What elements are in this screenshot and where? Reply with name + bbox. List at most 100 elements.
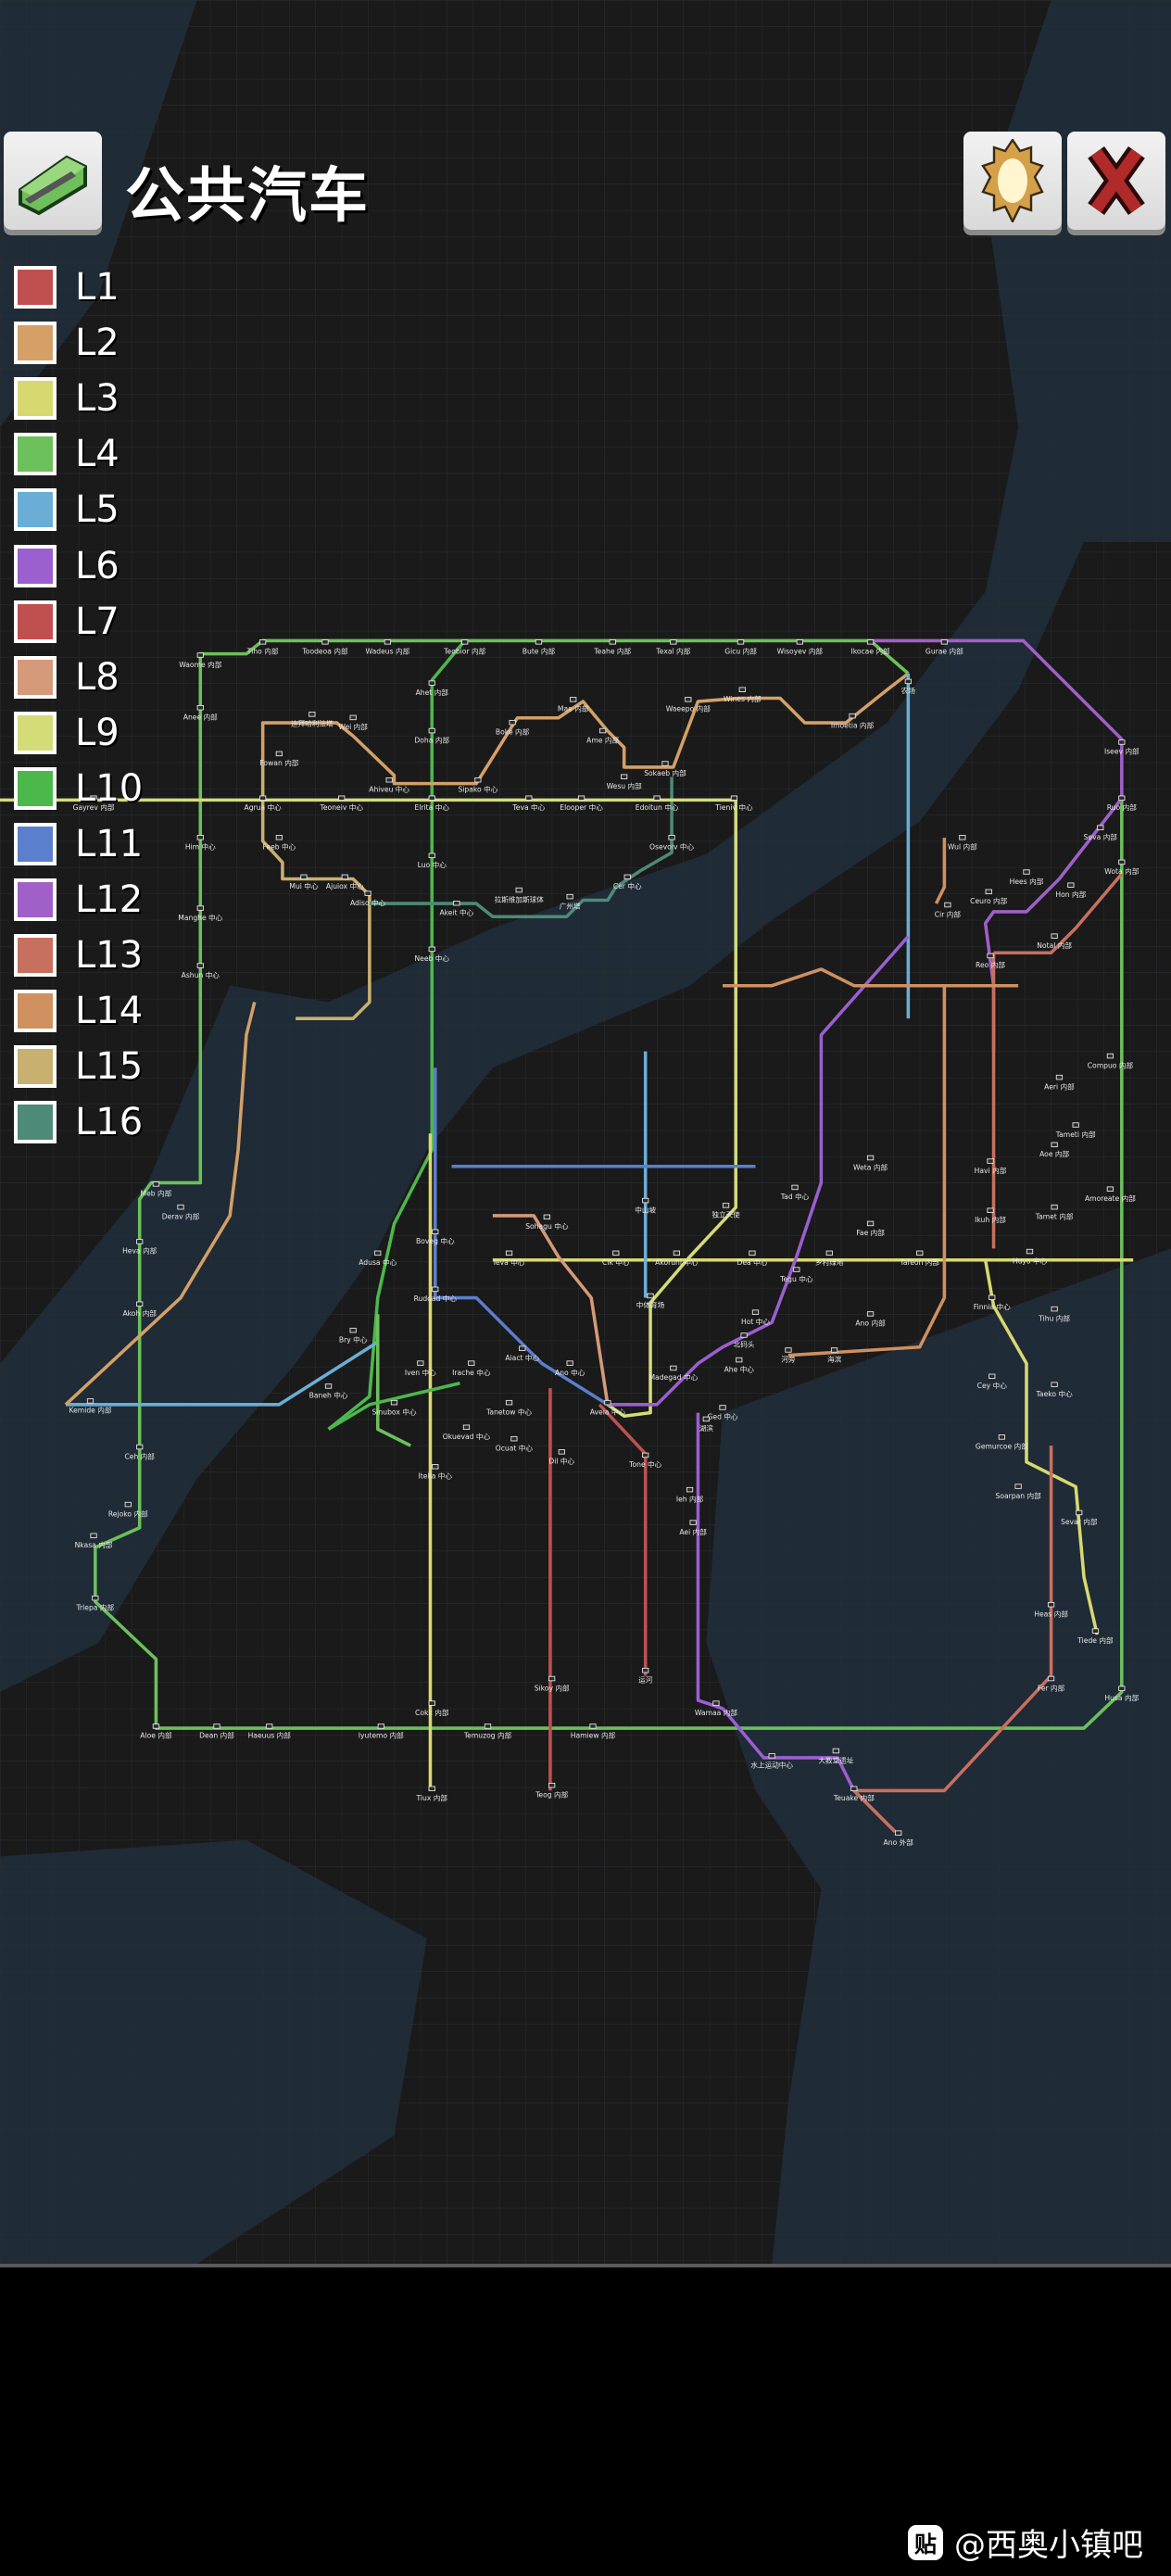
station-node[interactable] xyxy=(474,777,482,783)
station-node[interactable] xyxy=(570,697,577,702)
station-node[interactable] xyxy=(341,874,348,880)
brightness-button[interactable] xyxy=(963,132,1062,230)
station-label[interactable]: Teuake 内部 xyxy=(833,1793,875,1802)
legend-item-l9[interactable]: L9 xyxy=(14,705,143,761)
station-node[interactable] xyxy=(259,795,267,802)
station-label[interactable]: Wul 内部 xyxy=(948,842,977,852)
station-node[interactable] xyxy=(519,1345,526,1351)
station-node[interactable] xyxy=(196,963,204,968)
station-node[interactable] xyxy=(505,1250,513,1256)
station-node[interactable] xyxy=(432,1464,439,1470)
station-label[interactable]: 大教堂遗址 xyxy=(818,1755,853,1764)
station-node[interactable] xyxy=(558,1449,565,1455)
station-node[interactable] xyxy=(428,852,435,859)
station-label[interactable]: Tad 中心 xyxy=(780,1192,810,1201)
legend-item-l2[interactable]: L2 xyxy=(14,315,143,371)
station-label[interactable]: Luo 中心 xyxy=(418,860,447,869)
station-node[interactable] xyxy=(623,874,631,880)
station-node[interactable] xyxy=(830,1347,838,1353)
station-node[interactable] xyxy=(136,1301,144,1307)
station-label[interactable]: Bute 内部 xyxy=(523,647,556,656)
station-label[interactable]: 中体育场 xyxy=(636,1300,665,1309)
station-label[interactable]: Taeko 中心 xyxy=(1036,1389,1074,1398)
station-label[interactable]: Sokaeb 内部 xyxy=(644,768,686,777)
station-label[interactable]: Fae 内部 xyxy=(856,1228,885,1237)
station-label[interactable]: Kemide 内部 xyxy=(69,1406,112,1415)
station-label[interactable]: Okuevad 中心 xyxy=(443,1432,491,1441)
station-node[interactable] xyxy=(988,1294,996,1300)
station-label[interactable]: Elooper 中心 xyxy=(560,802,603,812)
station-label[interactable]: Wei 内部 xyxy=(338,722,368,731)
station-label[interactable]: Hot 中心 xyxy=(741,1317,770,1326)
station-label[interactable]: Nkasa 内部 xyxy=(75,1540,113,1549)
station-node[interactable] xyxy=(543,1214,550,1220)
station-label[interactable]: 中山坡 xyxy=(635,1205,656,1214)
station-node[interactable] xyxy=(988,1373,996,1380)
station-node[interactable] xyxy=(1047,1675,1055,1682)
station-label[interactable]: Wisoyev 内部 xyxy=(777,647,824,656)
station-label[interactable]: Cey 中心 xyxy=(977,1381,1008,1390)
station-node[interactable] xyxy=(1047,1601,1055,1608)
station-node[interactable] xyxy=(1076,1509,1083,1516)
station-label[interactable]: Gemurcoe 内部 xyxy=(976,1442,1028,1451)
legend-item-l13[interactable]: L13 xyxy=(14,928,143,983)
station-node[interactable] xyxy=(998,1434,1006,1440)
station-label[interactable]: Teahe 内部 xyxy=(593,647,631,656)
station-label[interactable]: Ged 中心 xyxy=(708,1412,738,1421)
station-node[interactable] xyxy=(300,874,308,880)
station-node[interactable] xyxy=(92,1595,99,1601)
station-node[interactable] xyxy=(1051,1306,1058,1312)
station-label[interactable]: Him 中心 xyxy=(185,842,216,852)
station-label[interactable]: Ikocae 内部 xyxy=(850,647,890,656)
station-node[interactable] xyxy=(566,1360,573,1366)
station-label[interactable]: Iven 中心 xyxy=(405,1368,436,1377)
station-label[interactable]: Fer 内部 xyxy=(1038,1683,1065,1692)
station-node[interactable] xyxy=(689,1520,697,1525)
station-label[interactable]: Ajuiox 中心 xyxy=(326,881,364,890)
station-node[interactable] xyxy=(598,727,607,734)
station-node[interactable] xyxy=(749,1250,756,1256)
legend-item-l5[interactable]: L5 xyxy=(14,482,143,537)
station-node[interactable] xyxy=(1067,882,1075,888)
station-label[interactable]: Gayrev 内部 xyxy=(73,802,115,812)
station-label[interactable]: Havi 内部 xyxy=(975,1166,1007,1175)
station-node[interactable] xyxy=(987,1158,994,1164)
station-node[interactable] xyxy=(428,946,435,953)
station-label[interactable]: Ano 内部 xyxy=(855,1319,886,1328)
station-node[interactable] xyxy=(730,795,738,802)
station-node[interactable] xyxy=(428,727,435,734)
station-node[interactable] xyxy=(849,713,856,719)
station-node[interactable] xyxy=(136,1239,144,1244)
station-label[interactable]: Hamiew 内部 xyxy=(571,1731,616,1740)
station-node[interactable] xyxy=(428,795,435,802)
station-node[interactable] xyxy=(940,639,948,645)
station-node[interactable] xyxy=(124,1501,132,1508)
legend-item-l4[interactable]: L4 xyxy=(14,426,143,482)
station-node[interactable] xyxy=(213,1724,220,1729)
station-node[interactable] xyxy=(453,900,460,906)
station-node[interactable] xyxy=(866,1311,875,1317)
station-node[interactable] xyxy=(895,1830,902,1836)
station-label[interactable]: 运河 xyxy=(638,1675,653,1684)
station-node[interactable] xyxy=(1118,1686,1126,1691)
station-label[interactable]: Waeepo 内部 xyxy=(666,704,711,713)
station-label[interactable]: 海滨 xyxy=(827,1355,842,1364)
station-label[interactable]: Ieh 内部 xyxy=(676,1494,704,1503)
station-node[interactable] xyxy=(86,1398,94,1404)
legend-item-l10[interactable]: L10 xyxy=(14,761,143,816)
station-label[interactable]: Texal 内部 xyxy=(655,647,690,656)
station-label[interactable]: Tiede 内部 xyxy=(1077,1635,1114,1645)
station-label[interactable]: Bry 中心 xyxy=(339,1334,368,1344)
legend-item-l8[interactable]: L8 xyxy=(14,650,143,705)
station-node[interactable] xyxy=(1072,1122,1079,1128)
station-label[interactable]: Ruo 内部 xyxy=(1107,802,1137,812)
station-label[interactable]: Finnia 中心 xyxy=(974,1302,1011,1311)
station-label[interactable]: Teoneiv 中心 xyxy=(320,802,364,812)
station-label[interactable]: Seva 内部 xyxy=(1084,832,1118,841)
station-node[interactable] xyxy=(509,719,516,726)
station-label[interactable]: Rejoko 内部 xyxy=(108,1509,148,1518)
station-label[interactable]: Gicu 内部 xyxy=(724,647,757,656)
station-label[interactable]: Elrita 中心 xyxy=(415,802,450,812)
station-node[interactable] xyxy=(152,1724,160,1729)
